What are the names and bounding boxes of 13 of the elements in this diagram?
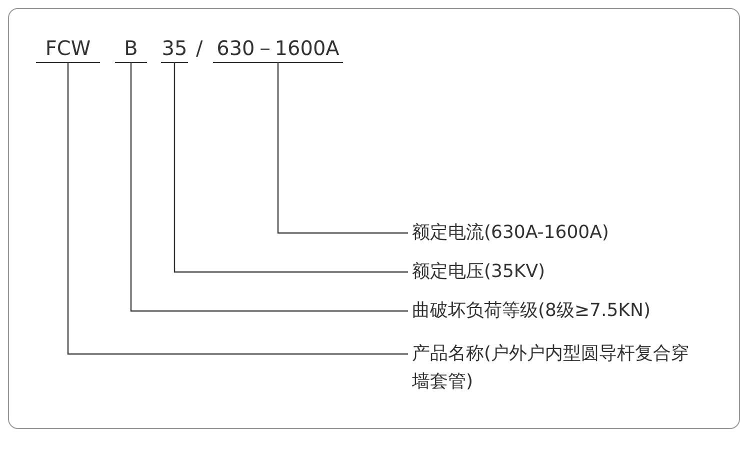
description-text: 曲破坏负荷等级(8级≥7.5KN) — [412, 297, 732, 325]
model-code-segment: 35 — [161, 34, 188, 63]
leader-line — [174, 63, 408, 273]
separator-slash: / — [196, 35, 203, 62]
model-code-segment: B — [115, 34, 147, 63]
description-text: 额定电压(35KV) — [412, 258, 712, 286]
model-code-segment: 630－1600A — [213, 34, 343, 63]
model-code-segment: FCW — [36, 34, 100, 63]
description-text: 产品名称(户外户内型圆导杆复合穿墙套管) — [412, 340, 692, 396]
description-text: 额定电流(630A-1600A) — [412, 219, 712, 247]
leader-line — [130, 63, 408, 312]
leader-line — [67, 63, 408, 355]
leader-line — [277, 63, 408, 234]
